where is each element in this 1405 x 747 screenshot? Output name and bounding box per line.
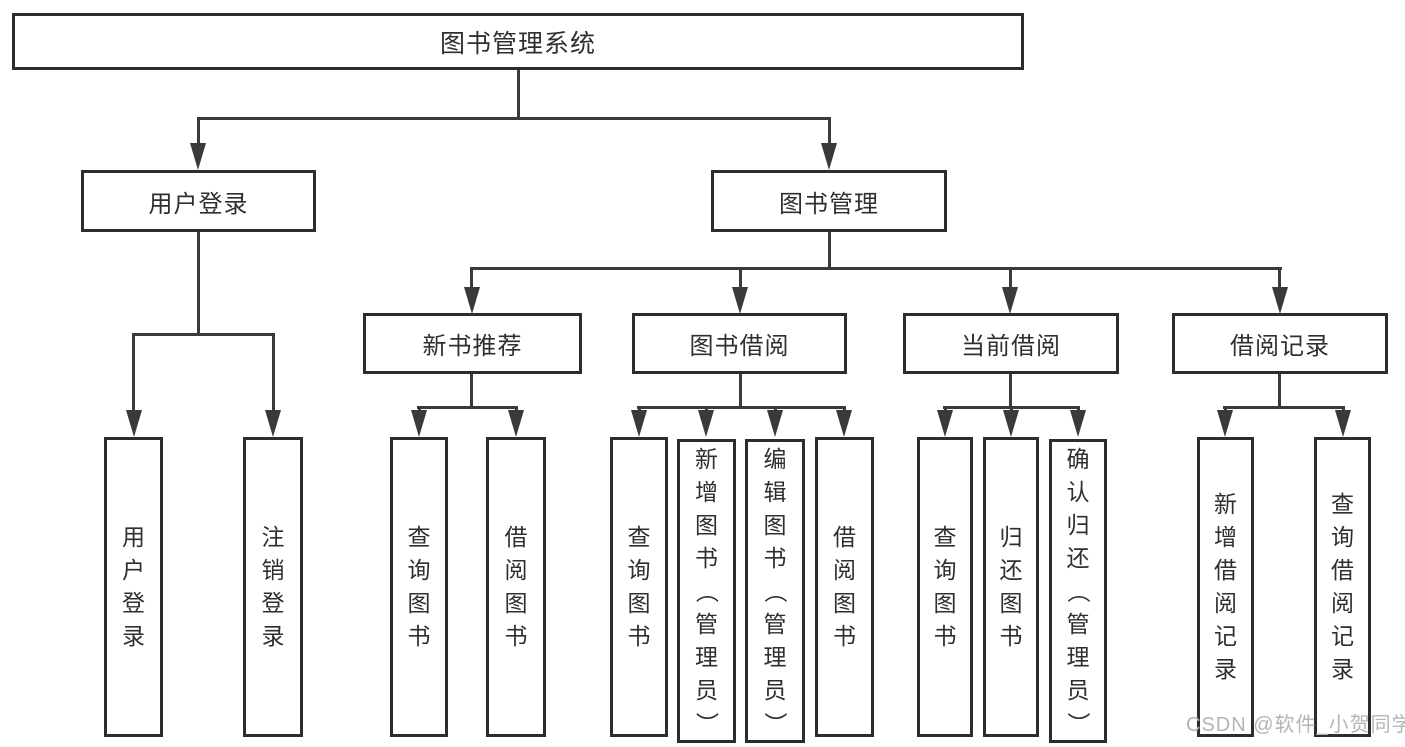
arrowhead-borrow-record [1272, 287, 1288, 314]
edge-book-borrow-stem [739, 374, 742, 409]
edge-level2-rail [197, 117, 831, 120]
edge-drop-user-login [197, 117, 200, 145]
arrowhead-query-2 [631, 410, 647, 437]
arrowhead-add-books [698, 410, 714, 437]
node-root-label: 图书管理系统 [439, 29, 596, 58]
node-current-borrow: 当前借阅 [903, 313, 1119, 374]
leaf-logout: 注销登录 [243, 437, 303, 737]
node-root: 图书管理系统 [12, 13, 1024, 70]
arrowhead-leaf-user-login [126, 410, 142, 437]
leaf-query-books-3: 查询图书 [917, 437, 973, 737]
leaf-user-login: 用户登录 [104, 437, 163, 737]
node-book-management: 图书管理 [711, 170, 947, 232]
node-current-borrow-label: 当前借阅 [961, 333, 1061, 360]
leaf-query-books-2-label: 查询图书 [627, 524, 651, 649]
arrowhead-borrow-2 [836, 410, 852, 437]
arrowhead-query-1 [411, 410, 427, 437]
edge-borrow-record-rail [1223, 406, 1345, 409]
edge-drop-current-borrow [1009, 267, 1012, 289]
edge-level3-rail [470, 267, 1282, 270]
node-user-login-label: 用户登录 [148, 190, 249, 218]
leaf-query-books-3-label: 查询图书 [933, 524, 957, 649]
arrowhead-borrow-1 [508, 410, 524, 437]
leaf-query-books-1: 查询图书 [390, 437, 448, 737]
edge-new-book-rail [417, 406, 518, 409]
edge-book-borrow-rail [637, 406, 846, 409]
leaf-add-borrow-record-label: 新增借阅记录 [1214, 491, 1237, 682]
arrowhead-add-record [1217, 410, 1233, 437]
arrowhead-return-books [1003, 410, 1019, 437]
node-borrow-record: 借阅记录 [1172, 313, 1388, 374]
csdn-watermark: CSDN @软件_小贺同学 [1186, 714, 1405, 736]
leaf-borrow-books-2-label: 借阅图书 [833, 524, 856, 649]
arrowhead-user-login [190, 143, 206, 170]
edge-user-login-stem [197, 232, 200, 335]
edge-drop-borrow-record [1278, 267, 1281, 289]
arrowhead-query-record [1335, 410, 1351, 437]
edge-root-stem [517, 70, 520, 118]
arrowhead-new-book [464, 287, 480, 314]
node-new-book-recommend: 新书推荐 [363, 313, 582, 374]
node-new-book-recommend-label: 新书推荐 [422, 333, 523, 360]
leaf-return-books-label: 归还图书 [999, 524, 1023, 649]
node-user-login: 用户登录 [81, 170, 316, 232]
edge-drop-book-management [828, 117, 831, 145]
edge-new-book-stem [470, 374, 473, 409]
leaf-user-login-label: 用户登录 [122, 524, 145, 649]
leaf-logout-label: 注销登录 [261, 524, 285, 649]
arrowhead-book-borrow [732, 287, 748, 314]
arrowhead-query-3 [937, 410, 953, 437]
edge-user-login-rail [132, 333, 275, 336]
edge-borrow-record-stem [1278, 374, 1281, 409]
leaf-confirm-return-admin-label: 确认归还（管理员） [1065, 445, 1092, 735]
leaf-query-borrow-record: 查询借阅记录 [1314, 437, 1371, 737]
leaf-add-books-admin: 新增图书（管理员） [677, 439, 736, 743]
arrowhead-edit-books [767, 410, 783, 437]
leaf-add-borrow-record: 新增借阅记录 [1197, 437, 1254, 737]
node-book-borrow-label: 图书借阅 [689, 333, 790, 360]
leaf-query-books-1-label: 查询图书 [407, 524, 431, 649]
leaf-query-books-2: 查询图书 [610, 437, 668, 737]
node-borrow-record-label: 借阅记录 [1230, 333, 1330, 360]
arrowhead-confirm-return [1070, 410, 1086, 437]
node-book-borrow: 图书借阅 [632, 313, 847, 374]
leaf-borrow-books-1-label: 借阅图书 [504, 524, 528, 649]
arrowhead-current-borrow [1002, 287, 1018, 314]
node-book-management-label: 图书管理 [779, 190, 879, 218]
edge-drop-new-book [470, 267, 473, 289]
edge-drop-book-borrow [739, 267, 742, 289]
leaf-edit-books-admin-label: 编辑图书（管理员） [762, 445, 789, 735]
leaf-borrow-books-1: 借阅图书 [486, 437, 546, 737]
edge-current-borrow-stem [1009, 374, 1012, 409]
leaf-borrow-books-2: 借阅图书 [815, 437, 874, 737]
edge-book-management-stem [828, 232, 831, 269]
edge-drop-leaf-logout [272, 333, 275, 412]
leaf-query-borrow-record-label: 查询借阅记录 [1331, 491, 1354, 682]
leaf-edit-books-admin: 编辑图书（管理员） [745, 439, 805, 743]
arrowhead-book-management [821, 143, 837, 170]
leaf-return-books: 归还图书 [983, 437, 1039, 737]
edge-drop-leaf-user-login [132, 333, 135, 412]
arrowhead-leaf-logout [265, 410, 281, 437]
leaf-add-books-admin-label: 新增图书（管理员） [694, 445, 720, 735]
leaf-confirm-return-admin: 确认归还（管理员） [1049, 439, 1107, 743]
